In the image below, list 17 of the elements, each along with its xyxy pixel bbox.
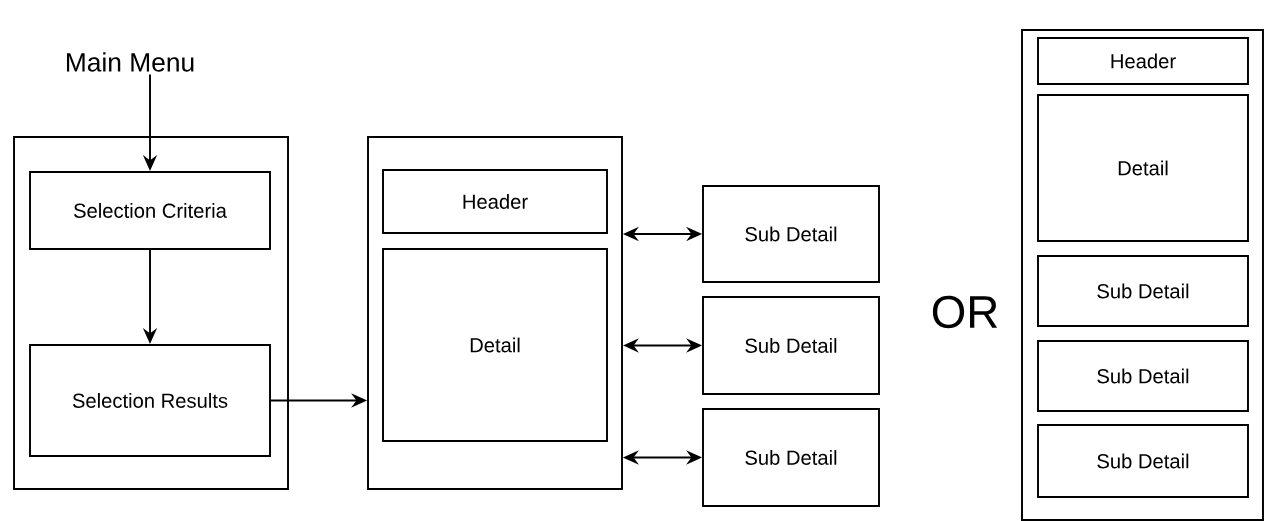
menu-label: Main Menu: [66, 52, 194, 72]
section-box: Sub Detail: [1037, 255, 1249, 327]
section-box: Sub Detail: [702, 185, 880, 283]
separator-word: OR: [932, 295, 998, 329]
section-box: Detail: [1037, 94, 1249, 242]
panel-frame: [13, 136, 289, 490]
section-box: Detail: [382, 248, 608, 442]
section-box: Selection Results: [29, 344, 271, 457]
section-box: Sub Detail: [1037, 424, 1249, 498]
section-box: Sub Detail: [702, 408, 880, 507]
panel-frame: [1021, 29, 1264, 521]
section-box: Selection Criteria: [29, 171, 271, 250]
section-box: Sub Detail: [1037, 340, 1249, 412]
section-box: Header: [382, 169, 608, 234]
section-box: Sub Detail: [702, 296, 880, 395]
section-box: Header: [1037, 37, 1249, 85]
panel-frame: [367, 136, 623, 490]
